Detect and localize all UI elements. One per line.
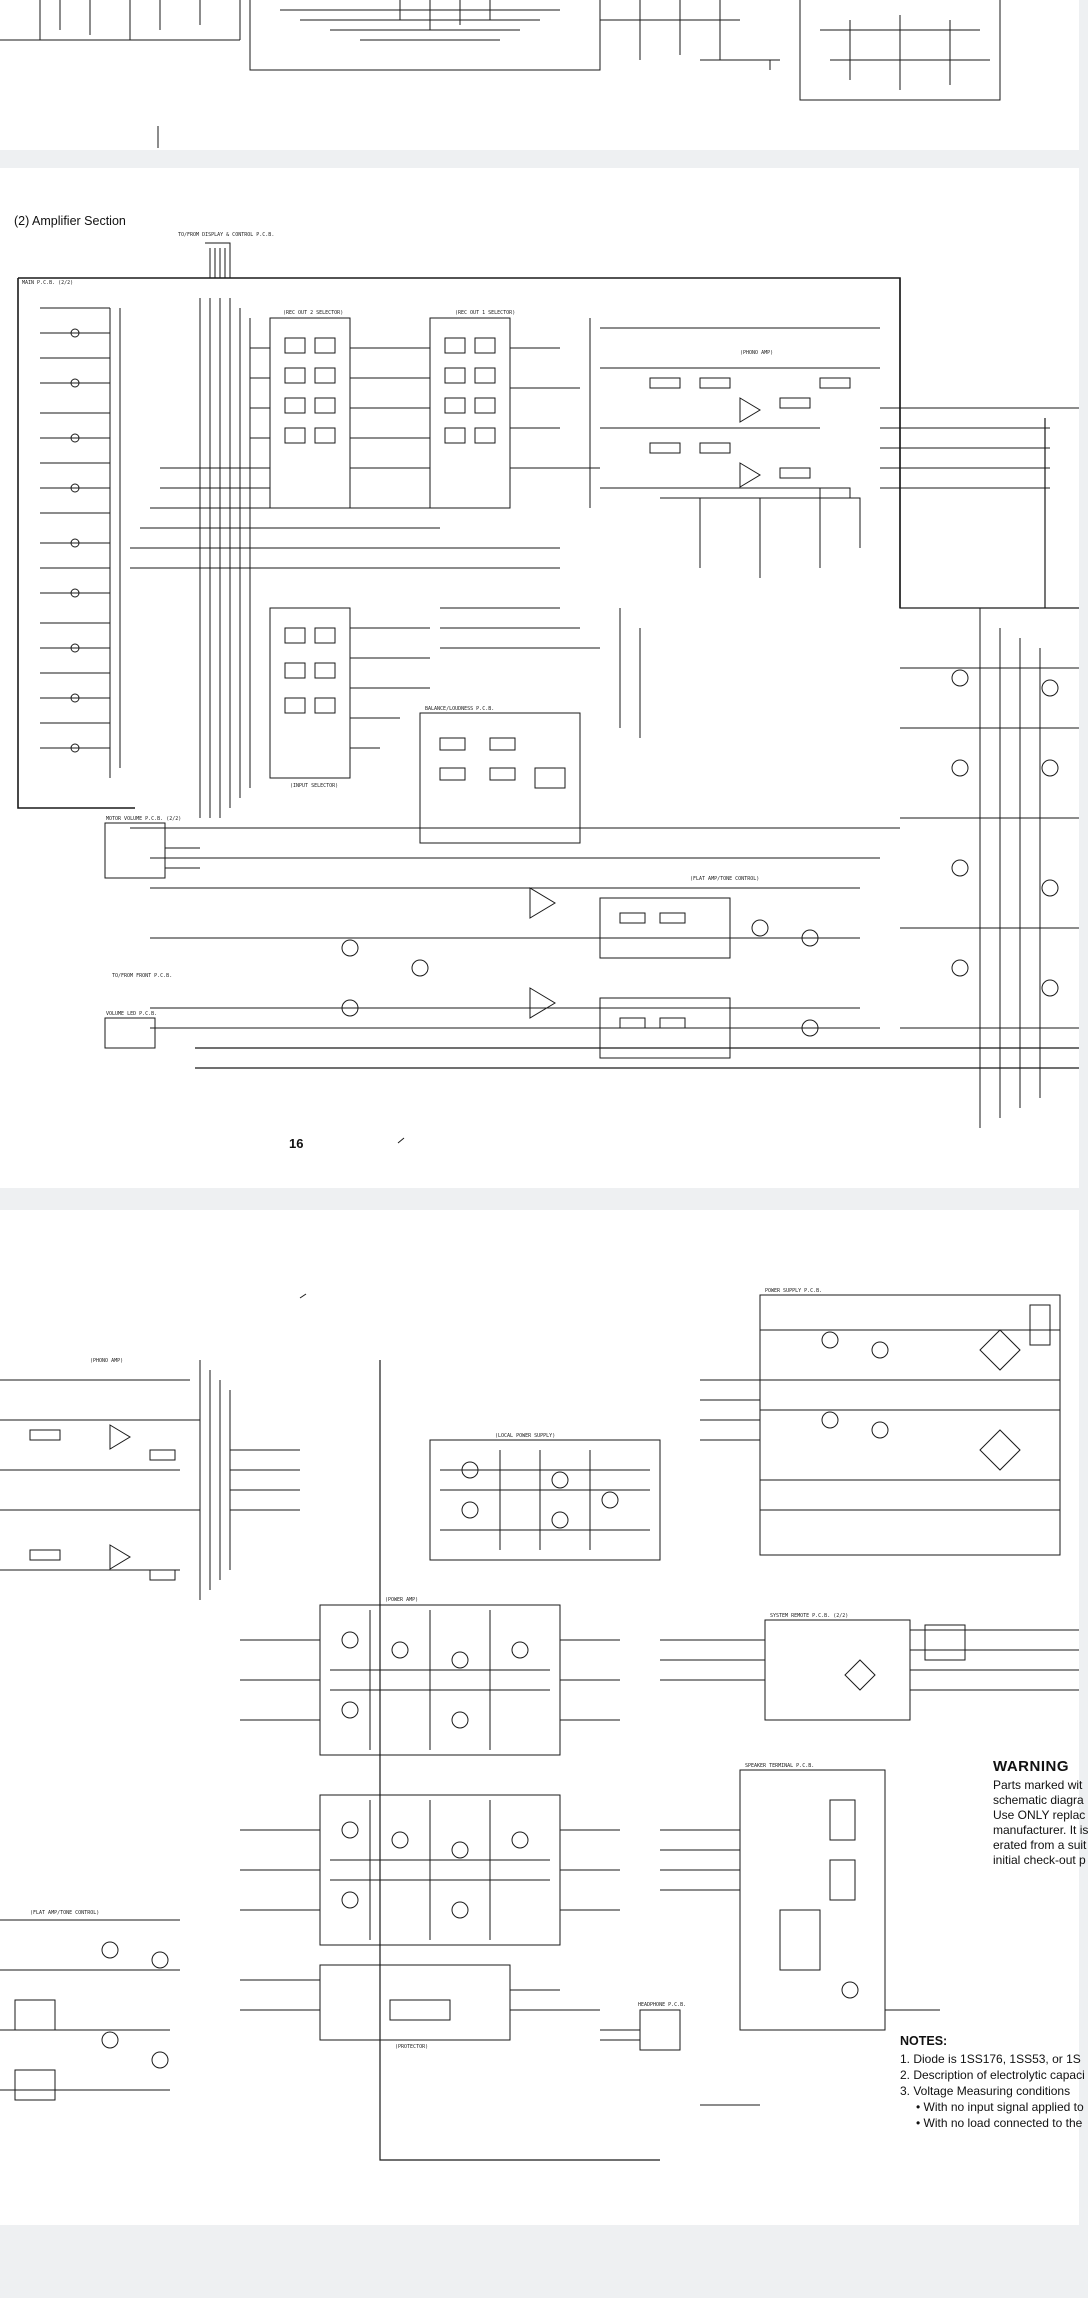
block-label-flat-amp: (FLAT AMP/TONE CONTROL) bbox=[690, 876, 760, 882]
block-label-rec-out-1: (REC OUT 1 SELECTOR) bbox=[455, 310, 516, 316]
power-schematic bbox=[0, 1293, 1079, 2161]
block-label-phono-amp-2: (PHONO AMP) bbox=[90, 1358, 124, 1364]
page-number: 16 bbox=[289, 1136, 304, 1151]
note-item: 1. Diode is 1SS176, 1SS53, or 1S bbox=[900, 2052, 1081, 2066]
warning-line: manufacturer. It is bbox=[993, 1823, 1088, 1837]
block-label-power-supply: POWER SUPPLY P.C.B. bbox=[765, 1288, 823, 1294]
note-bullet: • With no input signal applied to bbox=[916, 2100, 1084, 2114]
warning-line: Use ONLY replac bbox=[993, 1808, 1086, 1822]
block-label-speaker-terminal: SPEAKER TERMINAL P.C.B. bbox=[745, 1763, 815, 1769]
block-label-rec-out-2: (REC OUT 2 SELECTOR) bbox=[283, 310, 344, 316]
block-label-volume-led: VOLUME LED P.C.B. bbox=[106, 1011, 158, 1017]
section-title: (2) Amplifier Section bbox=[14, 214, 126, 228]
schematic-page-amplifier: (2) Amplifier Section bbox=[0, 168, 1079, 1188]
warning-title: WARNING bbox=[993, 1758, 1069, 1775]
note-item: 3. Voltage Measuring conditions bbox=[900, 2084, 1071, 2098]
block-label-system-remote: SYSTEM REMOTE P.C.B. (2/2) bbox=[770, 1613, 849, 1619]
block-label-flat-amp-2: (FLAT AMP/TONE CONTROL) bbox=[30, 1910, 100, 1916]
block-label-protector: (PROTECTOR) bbox=[395, 2044, 429, 2050]
note-bullet: • With no load connected to the bbox=[916, 2116, 1083, 2130]
amplifier-schematic bbox=[17, 242, 1079, 1144]
schematic-page-top bbox=[0, 0, 1079, 150]
warning-line: erated from a suit bbox=[993, 1838, 1087, 1852]
schematic-page-power: (PHONO AMP) (LOCAL POWER SUPPLY) (POWER … bbox=[0, 1210, 1088, 2225]
warning-line: initial check-out p bbox=[993, 1853, 1086, 1867]
schematic-drawing-top bbox=[0, 0, 1001, 148]
block-label-balance-loudness: BALANCE/LOUDNESS P.C.B. bbox=[425, 706, 495, 712]
block-label-display-control: TO/FROM DISPLAY & CONTROL P.C.B. bbox=[178, 232, 275, 238]
block-label-power-amp: (POWER AMP) bbox=[385, 1597, 419, 1603]
notes-title: NOTES: bbox=[900, 2034, 948, 2048]
block-label-headphone: HEADPHONE P.C.B. bbox=[638, 2002, 687, 2008]
warning-line: schematic diagra bbox=[993, 1793, 1084, 1807]
block-label-motor-volume: MOTOR VOLUME P.C.B. (2/2) bbox=[106, 816, 182, 822]
block-label-local-power: (LOCAL POWER SUPPLY) bbox=[495, 1433, 556, 1439]
block-label-front-pcb: TO/FROM FRONT P.C.B. bbox=[112, 973, 173, 979]
block-label-input-selector: (INPUT SELECTOR) bbox=[290, 783, 339, 789]
warning-line: Parts marked wit bbox=[993, 1778, 1083, 1792]
block-label-phono-amp: (PHONO AMP) bbox=[740, 350, 774, 356]
block-label-main-pcb: MAIN P.C.B. (2/2) bbox=[22, 280, 74, 286]
note-item: 2. Description of electrolytic capaci bbox=[900, 2068, 1085, 2082]
